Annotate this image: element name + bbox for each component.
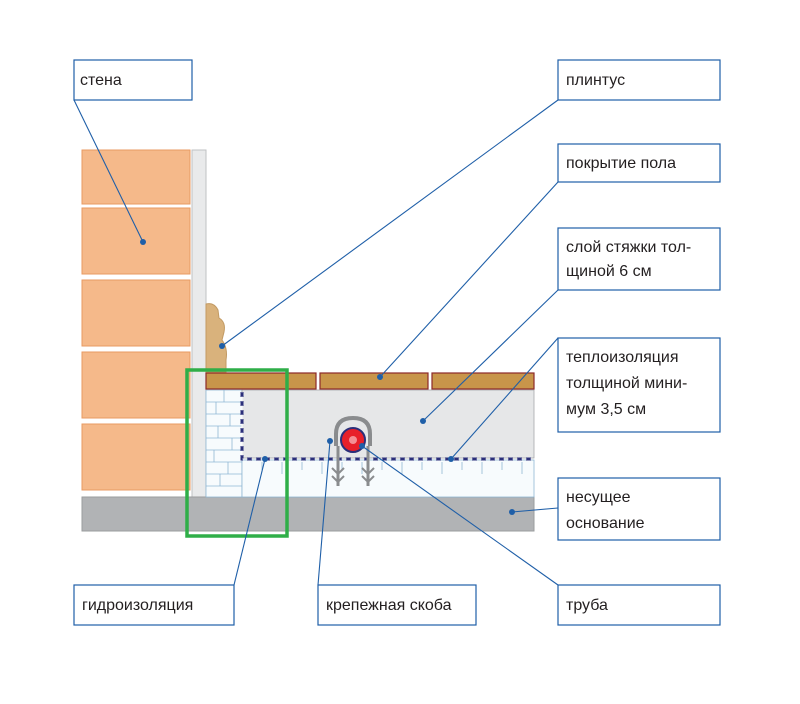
label-wall: стена <box>73 59 193 101</box>
label-insulation-line2: толщиной мини- <box>566 375 687 392</box>
label-floor-covering-text: покрытие пола <box>566 155 676 172</box>
edge-insulation-strip <box>205 389 243 498</box>
label-base-line2: основание <box>566 515 645 532</box>
label-wall-text: стена <box>80 72 122 89</box>
label-base-line1: несущее <box>566 489 631 506</box>
label-floor-covering: покрытие пола <box>557 143 721 183</box>
waterproofing-film <box>240 392 534 461</box>
base-slab <box>81 496 535 532</box>
label-pipe-text: труба <box>566 597 608 614</box>
label-clip: крепежная скоба <box>317 584 477 626</box>
thermal-insulation-layer <box>241 459 535 498</box>
leader-lines <box>73 99 559 586</box>
label-base: несущее основание <box>557 477 721 541</box>
waterproofing-highlight-frame <box>185 368 289 538</box>
baseboard-profile <box>205 303 227 373</box>
label-insulation-line1: теплоизоляция <box>566 349 679 366</box>
screed-layer <box>241 389 535 459</box>
label-insulation: теплоизоляция толщиной мини- мум 3,5 см <box>557 337 721 433</box>
label-waterproofing: гидроизоляция <box>73 584 235 626</box>
leader-dots <box>140 239 515 515</box>
brick-wall <box>81 148 192 498</box>
wall-plaster <box>191 149 207 499</box>
label-clip-text: крепежная скоба <box>326 597 452 614</box>
label-screed: слой стяжки тол- щиной 6 см <box>557 227 721 291</box>
floor-covering <box>205 372 535 390</box>
mounting-clip <box>331 415 375 486</box>
label-waterproofing-text: гидроизоляция <box>82 597 193 614</box>
label-screed-line2: щиной 6 см <box>566 263 652 280</box>
label-baseboard-text: плинтус <box>566 72 625 89</box>
label-insulation-line3: мум 3,5 см <box>566 401 646 418</box>
label-baseboard: плинтус <box>557 59 721 101</box>
label-screed-line1: слой стяжки тол- <box>566 239 691 256</box>
label-pipe: труба <box>557 584 721 626</box>
